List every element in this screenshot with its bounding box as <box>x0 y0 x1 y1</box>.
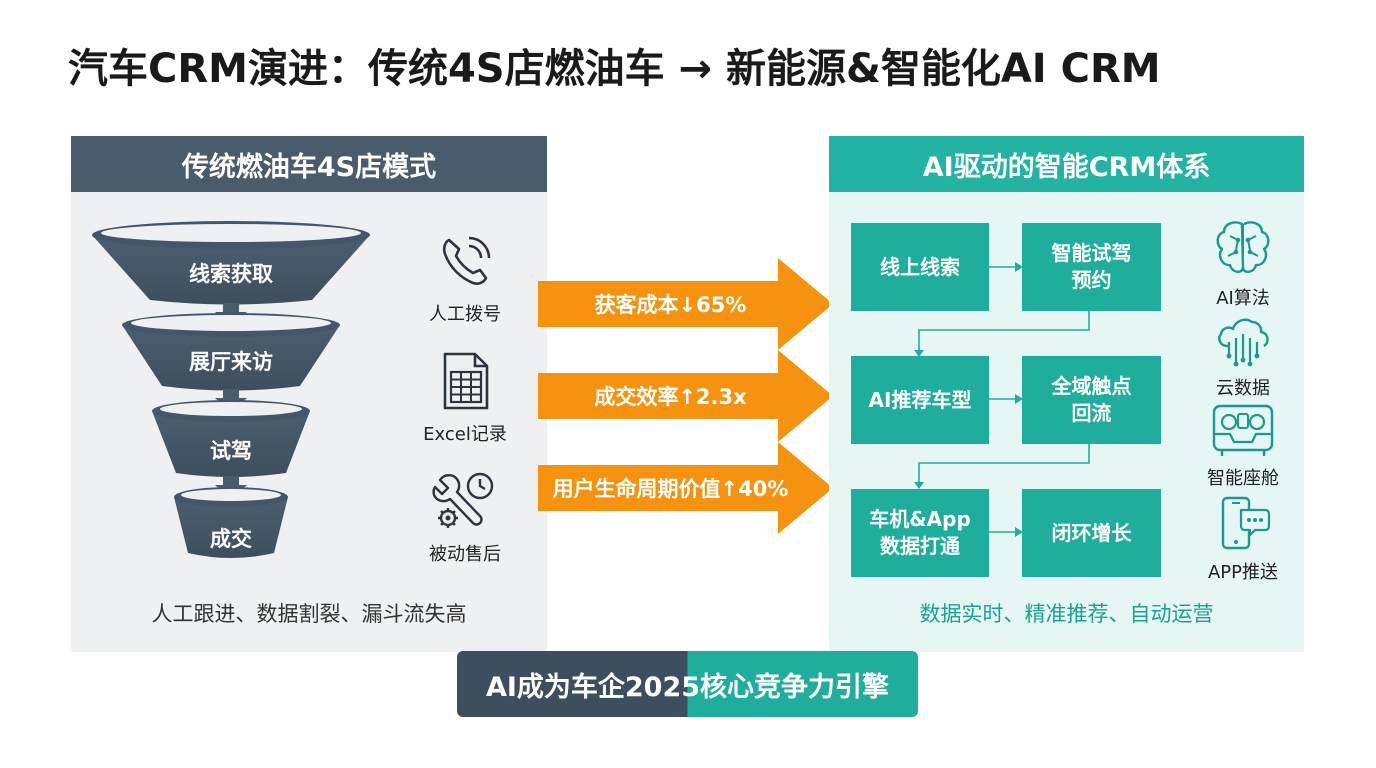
ai-crm-panel-caption: 数据实时、精准推荐、自动运营 <box>919 602 1214 626</box>
arrow-label: 用户生命周期价值↑40% <box>552 477 789 501</box>
phone-chat-icon <box>1221 496 1271 550</box>
node-closed-loop-growth: 闭环增长 <box>1022 489 1161 577</box>
node-car-app-data: 车机&App 数据打通 <box>851 489 989 577</box>
node-smart-test-drive: 智能试驾 预约 <box>1022 223 1161 311</box>
funnel-stage-label: 展厅来访 <box>189 350 273 374</box>
node-omnichannel: 全域触点 回流 <box>1022 356 1161 444</box>
traditional-panel-caption: 人工跟进、数据割裂、漏斗流失高 <box>151 602 467 626</box>
arrow-label: 成交效率↑2.3x <box>594 385 747 409</box>
conclusion-banner: AI成为车企2025核心竞争力引擎 <box>457 651 918 717</box>
tool-excel-record: Excel记录 <box>405 350 525 446</box>
traditional-panel-header: 传统燃油车4S店模式 <box>71 136 547 192</box>
spreadsheet-icon <box>443 352 489 410</box>
arrow-label: 获客成本↓65% <box>594 293 747 317</box>
tool-passive-aftersales: 被动售后 <box>405 470 525 566</box>
sales-funnel <box>92 221 370 558</box>
tool-ai-algorithm: AI算法 <box>1198 218 1288 310</box>
page-title: 汽车CRM演进：传统4S店燃油车 → 新能源&智能化AI CRM <box>68 46 1161 92</box>
improvement-arrow-ltv: 用户生命周期价值↑40% <box>538 442 833 534</box>
funnel-stage-1 <box>92 221 370 305</box>
funnel-stage-label: 线索获取 <box>189 262 273 286</box>
tool-label: 智能座舱 <box>1207 468 1279 489</box>
tool-smart-cockpit: 智能座舱 <box>1198 402 1288 490</box>
improvement-arrow-efficiency: 成交效率↑2.3x <box>538 350 833 442</box>
tool-label: 被动售后 <box>429 544 501 565</box>
tool-label: APP推送 <box>1207 562 1279 583</box>
funnel-stage-label: 试驾 <box>210 439 252 463</box>
ai-brain-icon <box>1216 221 1270 273</box>
tool-label: AI算法 <box>1216 288 1270 309</box>
node-ai-recommend: AI推荐车型 <box>851 356 989 444</box>
ai-crm-panel-header: AI驱动的智能CRM体系 <box>829 136 1304 192</box>
tool-label: 云数据 <box>1216 378 1270 399</box>
improvement-arrow-cost: 获客成本↓65% <box>538 258 833 350</box>
flow-connectors <box>914 262 1090 537</box>
cockpit-icon <box>1212 404 1274 456</box>
node-online-leads: 线上线索 <box>851 223 989 311</box>
phone-icon <box>442 236 491 285</box>
tool-app-push: APP推送 <box>1198 494 1288 584</box>
funnel-stage-3 <box>152 400 310 477</box>
funnel-stage-4 <box>174 487 288 558</box>
tool-label: Excel记录 <box>423 424 507 445</box>
tool-label: 人工拨号 <box>429 304 501 325</box>
wrench-clock-icon <box>432 472 494 528</box>
cloud-data-icon <box>1218 318 1269 367</box>
tool-cloud-data: 云数据 <box>1198 312 1288 400</box>
tool-manual-dialing: 人工拨号 <box>405 232 525 326</box>
funnel-stage-label: 成交 <box>210 527 252 551</box>
funnel-stage-2 <box>122 313 340 391</box>
